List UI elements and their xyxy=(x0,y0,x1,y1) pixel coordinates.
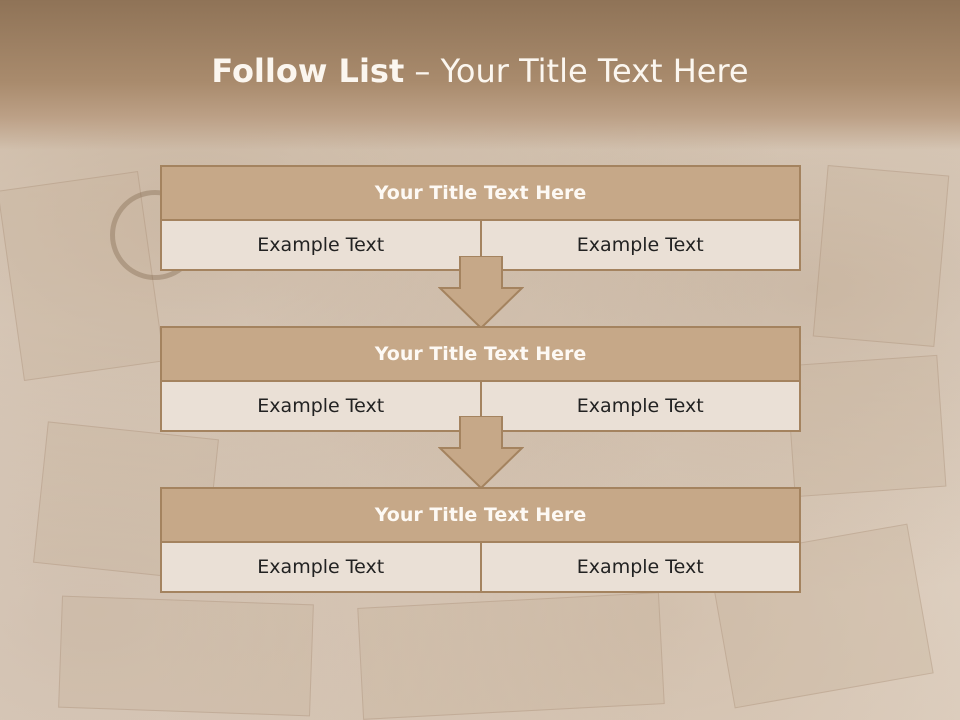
list-block-3: Your Title Text Here Example Text Exampl… xyxy=(160,487,801,593)
block-cell-right: Example Text xyxy=(481,221,801,271)
slide-title-separator: – xyxy=(404,52,441,90)
slide-title: Follow List – Your Title Text Here xyxy=(0,52,960,90)
down-arrow-icon xyxy=(438,416,524,490)
block-cell-left: Example Text xyxy=(160,382,482,432)
slide-title-bold: Follow List xyxy=(211,52,405,90)
block-cell-right: Example Text xyxy=(481,382,801,432)
block-row: Example Text Example Text xyxy=(160,221,801,271)
block-cell-right: Example Text xyxy=(481,543,801,593)
list-block-1: Your Title Text Here Example Text Exampl… xyxy=(160,165,801,271)
block-title: Your Title Text Here xyxy=(160,487,801,543)
block-row: Example Text Example Text xyxy=(160,543,801,593)
block-cell-left: Example Text xyxy=(160,221,482,271)
block-title: Your Title Text Here xyxy=(160,165,801,221)
block-title: Your Title Text Here xyxy=(160,326,801,382)
down-arrow-icon xyxy=(438,256,524,330)
list-block-2: Your Title Text Here Example Text Exampl… xyxy=(160,326,801,432)
block-row: Example Text Example Text xyxy=(160,382,801,432)
block-cell-left: Example Text xyxy=(160,543,482,593)
title-band xyxy=(0,0,960,150)
slide-title-rest: Your Title Text Here xyxy=(440,52,749,90)
